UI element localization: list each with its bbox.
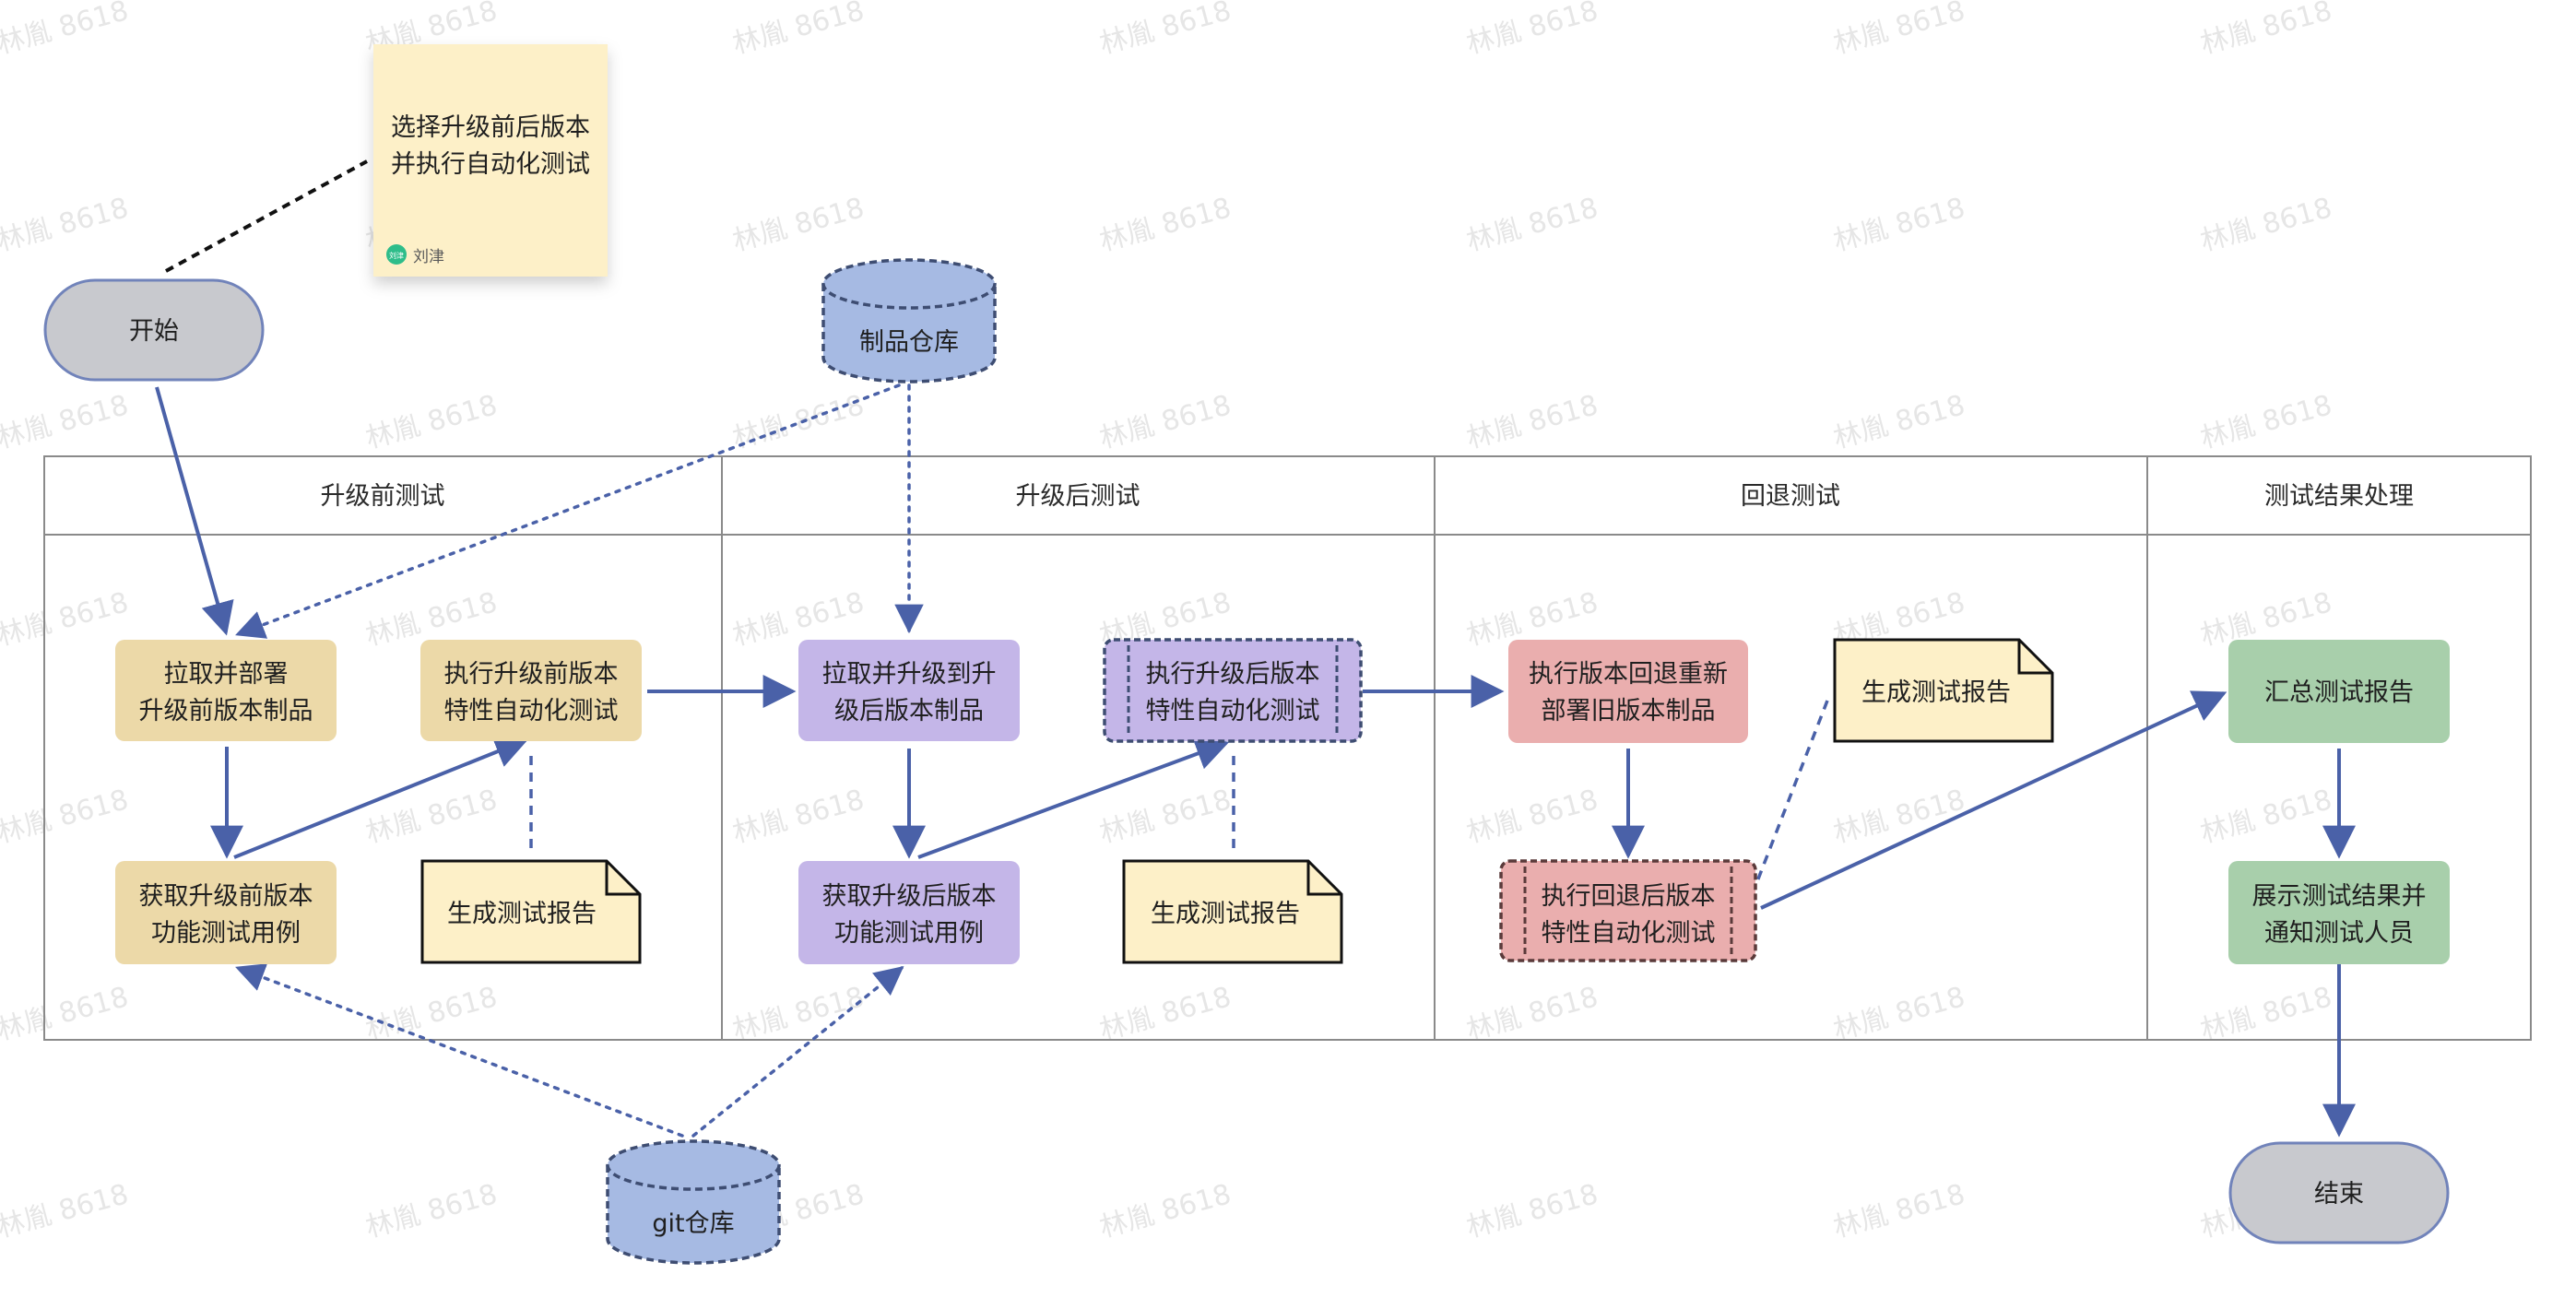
watermark-text: 林胤 8618	[729, 0, 868, 61]
node-show-results-notify-testers-line-1: 展示测试结果并	[2252, 882, 2427, 911]
node-pull-deploy-pre-version-line-1: 拉取并部署	[164, 660, 289, 689]
lane-header-pre-upgrade: 升级前测试	[321, 482, 445, 511]
watermark-text: 林胤 8618	[2197, 981, 2335, 1047]
node-rollback-test-report-label: 生成测试报告	[1861, 678, 2011, 707]
node-pull-upgrade-post-version-line-2: 级后版本制品	[834, 697, 984, 725]
watermark-text: 林胤 8618	[1830, 192, 1968, 258]
watermark-text: 林胤 8618	[729, 784, 868, 850]
node-get-post-test-cases[interactable]: 获取升级后版本 功能测试用例	[798, 861, 1020, 964]
node-run-pre-feature-tests-line-1: 执行升级前版本	[444, 660, 619, 689]
watermark-text: 林胤 8618	[0, 389, 132, 455]
watermark-text: 林胤 8618	[729, 389, 868, 455]
node-post-test-report-label: 生成测试报告	[1151, 900, 1300, 928]
watermark-text: 林胤 8618	[362, 389, 501, 455]
node-show-results-notify-testers-line-2: 通知测试人员	[2264, 919, 2414, 948]
watermark-text: 林胤 8618	[1830, 784, 1968, 850]
watermark-text: 林胤 8618	[1096, 0, 1235, 61]
node-pull-deploy-pre-version-line-2: 升级前版本制品	[139, 697, 313, 725]
node-pull-upgrade-post-version[interactable]: 拉取并升级到升 级后版本制品	[798, 640, 1020, 741]
watermark-text: 林胤 8618	[2197, 0, 2335, 61]
watermark-text: 林胤 8618	[1463, 981, 1601, 1047]
watermark-text: 林胤 8618	[2197, 784, 2335, 850]
end-label: 结束	[2314, 1180, 2364, 1209]
sticky-note: 选择升级前后版本 并执行自动化测试 刘津 刘津	[373, 44, 608, 277]
author-avatar	[386, 244, 407, 265]
node-show-results-notify-testers[interactable]: 展示测试结果并 通知测试人员	[2228, 861, 2450, 964]
node-summarize-test-report-label: 汇总测试报告	[2264, 678, 2414, 707]
start-terminal[interactable]: 开始	[43, 278, 265, 382]
artifact-repository-label: 制品仓库	[859, 328, 959, 357]
watermark-text: 林胤 8618	[0, 586, 132, 653]
start-label: 开始	[129, 317, 179, 346]
watermark-text: 林胤 8618	[2197, 192, 2335, 258]
watermark-text: 林胤 8618	[1096, 1178, 1235, 1244]
end-terminal[interactable]: 结束	[2228, 1141, 2450, 1244]
lane-header-result: 测试结果处理	[2264, 482, 2414, 511]
node-pull-deploy-pre-version[interactable]: 拉取并部署 升级前版本制品	[115, 640, 337, 741]
node-get-pre-test-cases-line-1: 获取升级前版本	[139, 882, 313, 911]
node-run-pre-feature-tests-line-2: 特性自动化测试	[444, 697, 619, 725]
watermark-text: 林胤 8618	[1463, 0, 1601, 61]
watermark-text: 林胤 8618	[0, 192, 132, 258]
node-rollback-redeploy-old-version[interactable]: 执行版本回退重新 部署旧版本制品	[1508, 640, 1748, 743]
node-get-pre-test-cases[interactable]: 获取升级前版本 功能测试用例	[115, 861, 337, 964]
swimlane-table: 升级前测试 升级后测试 回退测试 测试结果处理	[43, 455, 2532, 1041]
watermark-text: 林胤 8618	[0, 1178, 132, 1244]
watermark-text: 林胤 8618	[1830, 389, 1968, 455]
watermark-text: 林胤 8618	[1096, 981, 1235, 1047]
node-run-rollback-feature-tests-line-1: 执行回退后版本	[1542, 882, 1716, 911]
author-avatar-label: 刘津	[389, 251, 404, 260]
node-rollback-redeploy-old-version-line-1: 执行版本回退重新	[1529, 660, 1728, 689]
node-run-rollback-feature-tests-line-2: 特性自动化测试	[1542, 919, 1716, 948]
watermark-text: 林胤 8618	[729, 981, 868, 1047]
watermark-text: 林胤 8618	[1463, 192, 1601, 258]
node-get-post-test-cases-line-2: 功能测试用例	[834, 919, 984, 948]
watermark-text: 林胤 8618	[0, 981, 132, 1047]
node-pull-upgrade-post-version-line-1: 拉取并升级到升	[822, 660, 997, 689]
watermark-text: 林胤 8618	[2197, 389, 2335, 455]
watermark-text: 林胤 8618	[1463, 389, 1601, 455]
watermark-text: 林胤 8618	[1830, 0, 1968, 61]
sticky-note-line-2: 并执行自动化测试	[391, 150, 590, 179]
node-summarize-test-report[interactable]: 汇总测试报告	[2228, 640, 2450, 743]
node-run-pre-feature-tests[interactable]: 执行升级前版本 特性自动化测试	[420, 640, 642, 741]
node-rollback-redeploy-old-version-line-2: 部署旧版本制品	[1542, 697, 1716, 725]
node-rollback-test-report[interactable]: 生成测试报告	[1833, 638, 2054, 743]
node-run-post-feature-tests-line-1: 执行升级后版本	[1146, 660, 1320, 689]
node-pre-test-report[interactable]: 生成测试报告	[420, 859, 642, 964]
node-run-post-feature-tests[interactable]: 执行升级后版本 特性自动化测试	[1103, 638, 1363, 743]
node-post-test-report[interactable]: 生成测试报告	[1122, 859, 1343, 964]
watermark-text: 林胤 8618	[1096, 389, 1235, 455]
artifact-repository[interactable]: 制品仓库	[821, 258, 997, 383]
watermark-text: 林胤 8618	[1463, 784, 1601, 850]
watermark-text: 林胤 8618	[362, 1178, 501, 1244]
watermark-text: 林胤 8618	[0, 784, 132, 850]
watermark-text: 林胤 8618	[1830, 1178, 1968, 1244]
sticky-note-line-1: 选择升级前后版本	[391, 113, 590, 142]
watermark-text: 林胤 8618	[1096, 784, 1235, 850]
git-repository[interactable]: git仓库	[606, 1139, 781, 1265]
node-run-rollback-feature-tests[interactable]: 执行回退后版本 特性自动化测试	[1499, 859, 1757, 962]
watermark-text: 林胤 8618	[362, 784, 501, 850]
lane-header-rollback: 回退测试	[1741, 482, 1840, 511]
watermark-text: 林胤 8618	[0, 0, 132, 61]
author-name: 刘津	[413, 248, 444, 266]
node-get-post-test-cases-line-1: 获取升级后版本	[822, 882, 997, 911]
git-repository-label: git仓库	[652, 1209, 734, 1238]
watermark-text: 林胤 8618	[362, 981, 501, 1047]
node-run-post-feature-tests-line-2: 特性自动化测试	[1146, 697, 1320, 725]
lane-header-post-upgrade: 升级后测试	[1016, 482, 1140, 511]
watermark-text: 林胤 8618	[1096, 192, 1235, 258]
watermark-text: 林胤 8618	[1830, 981, 1968, 1047]
watermark-text: 林胤 8618	[1463, 1178, 1601, 1244]
watermark-layer: 林胤 8618 林胤 8618 林胤 8618 林胤 8618 林胤 8618 林胤 86…	[0, 0, 2335, 1244]
node-pre-test-report-label: 生成测试报告	[447, 900, 597, 928]
watermark-text: 林胤 8618	[729, 192, 868, 258]
connectors	[155, 159, 2356, 1138]
node-get-pre-test-cases-line-2: 功能测试用例	[151, 919, 301, 948]
